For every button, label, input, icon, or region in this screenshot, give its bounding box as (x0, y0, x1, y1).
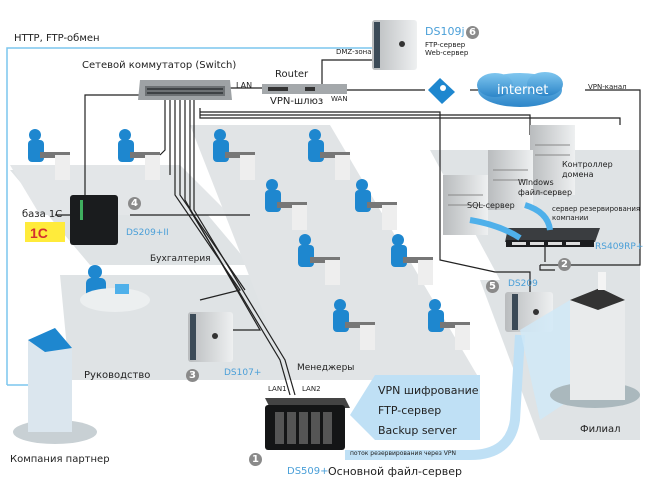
workstation (333, 299, 375, 350)
router-label: Router (275, 69, 309, 80)
lan-label: LAN (236, 81, 253, 90)
features-arrow (350, 375, 480, 440)
workstation (28, 129, 70, 180)
workstation (428, 299, 470, 350)
rs409rp-device (505, 228, 600, 247)
lan1-label: LAN1 (268, 385, 287, 393)
feature-backup-server: Backup server (378, 424, 457, 437)
branch-label: Филиал (580, 424, 621, 435)
partner-label: Компания партнер (10, 454, 110, 465)
device-number-6: 6 (466, 26, 479, 39)
svg-text:1С: 1С (30, 225, 48, 241)
partner-building (13, 328, 97, 444)
ds107-model: DS107+ (224, 368, 262, 378)
device-number-2: 2 (558, 258, 571, 271)
network-switch (138, 80, 232, 100)
internet-cloud (477, 72, 563, 107)
domain-controller-server (530, 125, 575, 195)
domain-controller-label: Контроллер домена (562, 160, 613, 180)
ds109j-device (372, 20, 417, 70)
internet-label: internet (497, 83, 549, 98)
device-number-5: 5 (486, 280, 499, 293)
windows-file-server (488, 150, 533, 210)
ds509-model: DS509+ (287, 466, 329, 477)
workstation (213, 129, 255, 180)
ds209ii-device (70, 195, 118, 245)
ds209ii-model: DS209+II (126, 228, 169, 238)
main-file-server-label: Основной файл-сервер (328, 465, 463, 478)
floor-accounting-desks (10, 165, 230, 215)
workstation (265, 179, 307, 230)
workstations (28, 129, 470, 350)
backup-arrow-sql (469, 217, 522, 241)
http-ftp-link (6, 47, 380, 385)
switch-label: Сетевой коммутатор (Switch) (82, 60, 237, 71)
device-number-4: 4 (128, 197, 141, 210)
workstation-director (80, 265, 150, 312)
sql-server-label: SQL-сервер (467, 201, 515, 210)
workstation (298, 234, 340, 285)
dmz-label: DMZ-зона (336, 48, 372, 56)
feature-ftp-server: FTP-сервер (378, 404, 442, 417)
feature-vpn-encryption: VPN шифрование (378, 384, 479, 397)
lan2-label: LAN2 (302, 385, 321, 393)
device-number-1: 1 (249, 453, 262, 466)
backup-arrow-windows (524, 202, 553, 231)
http-ftp-label: HTTP, FTP-обмен (14, 33, 100, 44)
backup-server-label: сервер резервирования компании (552, 205, 641, 223)
accounting-label: Бухгалтерия (150, 254, 211, 264)
vpn-stream-label: поток резервирования через VPN (350, 450, 456, 457)
wan-label: WAN (331, 95, 348, 103)
router-vpn-gateway (262, 84, 347, 94)
ds209-model: DS209 (508, 279, 538, 289)
workstation (391, 234, 433, 285)
windows-fs-label: Windows файл-сервер (518, 178, 573, 198)
managers-label: Менеджеры (297, 363, 355, 373)
workstation (308, 129, 350, 180)
rs409rp-model: RS409RP+ (595, 242, 644, 252)
base-1c-label: база 1С (22, 209, 63, 220)
1c-logo: 1С (25, 222, 65, 242)
ds509-device (265, 398, 350, 450)
vpn-stream-arrow (345, 334, 525, 460)
ds109j-model: DS109j (425, 25, 465, 38)
vpn-channel-label: VPN-канал (588, 83, 627, 91)
ds109j-role-ftp: FTP-сервер (425, 41, 466, 49)
workstation (355, 179, 397, 230)
management-label: Руководство (84, 370, 151, 381)
floor-managers (190, 125, 480, 380)
workstation (118, 129, 160, 180)
ds107-device (188, 312, 233, 362)
mail-icon (428, 78, 455, 104)
ds109j-role-web: Web-сервер (425, 49, 469, 57)
device-number-3: 3 (186, 369, 199, 382)
branch-building (550, 272, 640, 408)
vpn-gateway-label: VPN-шлюз (270, 96, 324, 107)
